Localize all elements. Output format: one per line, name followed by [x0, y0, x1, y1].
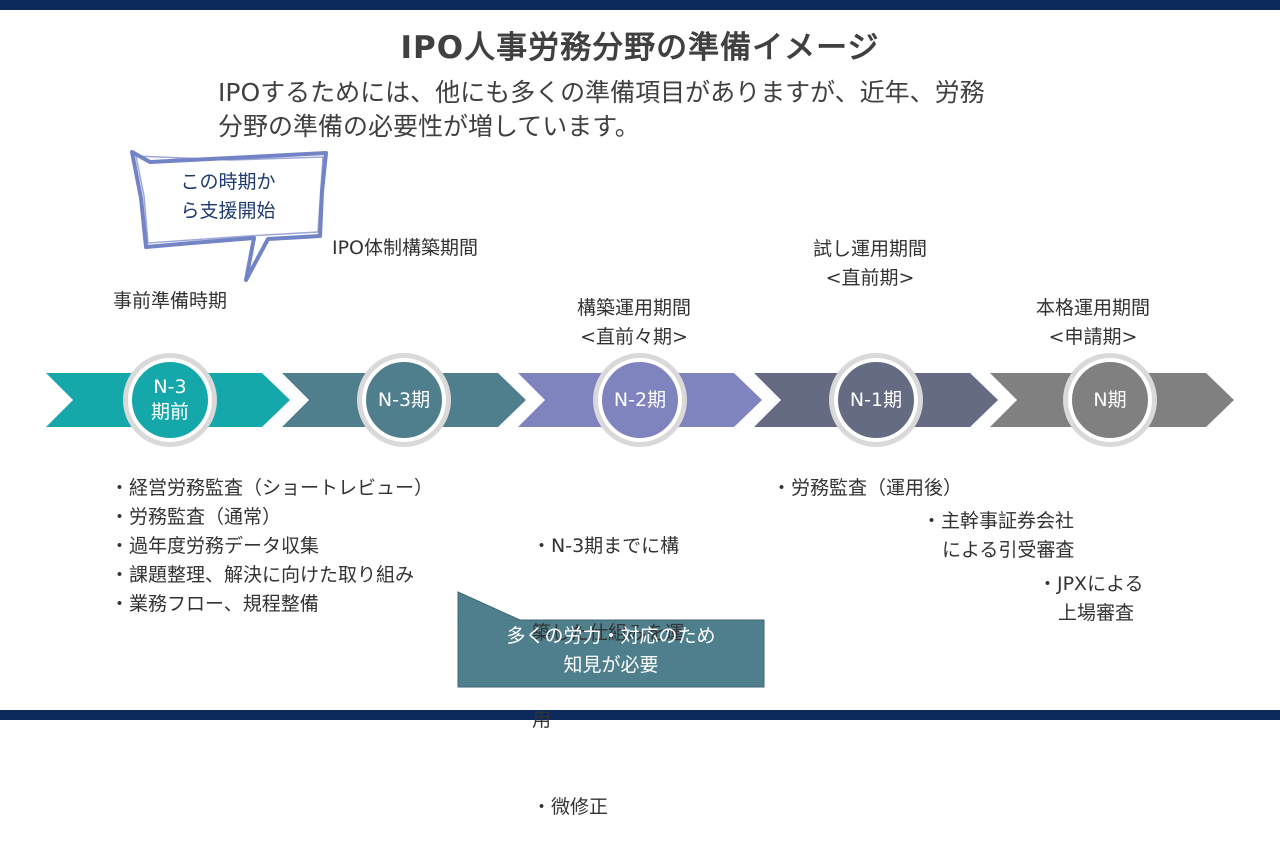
stage-label-n3pre: N-3 期前 — [130, 375, 210, 425]
phase-label-line: <直前々期> — [580, 326, 688, 348]
callout-text: 多くの労力・対応のため 知見が必要 — [458, 622, 764, 680]
slide-title: IPO人事労務分野の準備イメージ — [400, 30, 880, 66]
stage-label-line: N-1期 — [849, 389, 903, 411]
items-n0-jpx: ・JPXによる 上場審査 — [1038, 570, 1144, 628]
list-item: ・労務監査（通常） — [110, 506, 282, 528]
callout-box — [457, 591, 765, 688]
stage-label-line: N-3 — [153, 376, 187, 398]
stage-label-n3: N-3期 — [364, 388, 444, 413]
callout-line: 知見が必要 — [563, 654, 659, 676]
list-item: ・過年度労務データ収集 — [110, 535, 320, 557]
items-n1: ・労務監査（運用後） — [772, 474, 962, 503]
bottom-bar — [0, 710, 1280, 720]
list-item: 上場審査 — [1058, 602, 1135, 624]
intro-text: IPOするためには、他にも多くの準備項目がありますが、近年、労務 分野の準備の必… — [218, 76, 1198, 144]
list-item: ・N-3期までに構 — [532, 535, 680, 557]
timeline-graphic — [46, 150, 1234, 688]
list-item: ・JPXによる — [1038, 573, 1144, 595]
stage-label-n1: N-1期 — [836, 388, 916, 413]
intro-line: 分野の準備の必要性が増しています。 — [218, 112, 640, 141]
stage-label-line: N-3期 — [377, 389, 431, 411]
phase-label-build: IPO体制構築期間 — [300, 234, 510, 263]
callout-line: 多くの労力・対応のため — [506, 625, 716, 647]
phase-label-line: 構築運用期間 — [576, 297, 691, 319]
stage-circle-n1 — [829, 353, 923, 447]
stage-label-line: N-2期 — [613, 389, 667, 411]
phase-label-line: <直前期> — [825, 267, 915, 289]
bubble-line: この時期か — [180, 171, 276, 193]
bubble-line: ら支援開始 — [180, 200, 276, 222]
phase-label-n0: 本格運用期間 <申請期> — [993, 294, 1193, 352]
phase-label-line: <申請期> — [1048, 326, 1138, 348]
bubble-text: この時期か ら支援開始 — [158, 168, 298, 226]
list-item: ・課題整理、解決に向けた取り組み — [110, 564, 415, 586]
items-n0-underwriter: ・主幹事証券会社 による引受審査 — [922, 507, 1074, 565]
list-item: ・労務監査（運用後） — [772, 477, 963, 499]
phase-label-pre: 事前準備時期 — [70, 287, 270, 316]
list-item: ・微修正 — [532, 796, 609, 818]
phase-label-n2: 構築運用期間 <直前々期> — [534, 294, 734, 352]
phase-label-line: IPO体制構築期間 — [331, 237, 479, 259]
stage-label-n0: N期 — [1070, 388, 1150, 413]
list-item: による引受審査 — [942, 539, 1075, 561]
phase-label-n1: 試し運用期間 <直前期> — [770, 235, 970, 293]
intro-line: IPOするためには、他にも多くの準備項目がありますが、近年、労務 — [218, 78, 985, 107]
list-item: ・経営労務監査（ショートレビュー） — [110, 477, 434, 499]
stage-circle-n0 — [1063, 353, 1157, 447]
stage-circle-n3 — [357, 353, 451, 447]
items-n3pre: ・経営労務監査（ショートレビュー） ・労務監査（通常） ・過年度労務データ収集 … — [110, 474, 433, 619]
list-item: ・主幹事証券会社 — [922, 510, 1075, 532]
top-bar — [0, 0, 1280, 10]
stage-label-line: 期前 — [150, 401, 189, 423]
stage-circle-n3pre — [123, 353, 217, 447]
speech-bubble — [130, 150, 328, 282]
list-item: 築した仕組みを運 — [532, 622, 685, 644]
stage-label-n2: N-2期 — [600, 388, 680, 413]
phase-label-line: 事前準備時期 — [112, 290, 227, 312]
phase-label-line: 本格運用期間 — [1035, 297, 1150, 319]
phase-label-line: 試し運用期間 — [812, 238, 927, 260]
stage-label-line: N期 — [1093, 389, 1127, 411]
list-item: ・業務フロー、規程整備 — [110, 593, 319, 615]
stage-circle-n2 — [593, 353, 687, 447]
list-item: 用 — [532, 709, 552, 731]
